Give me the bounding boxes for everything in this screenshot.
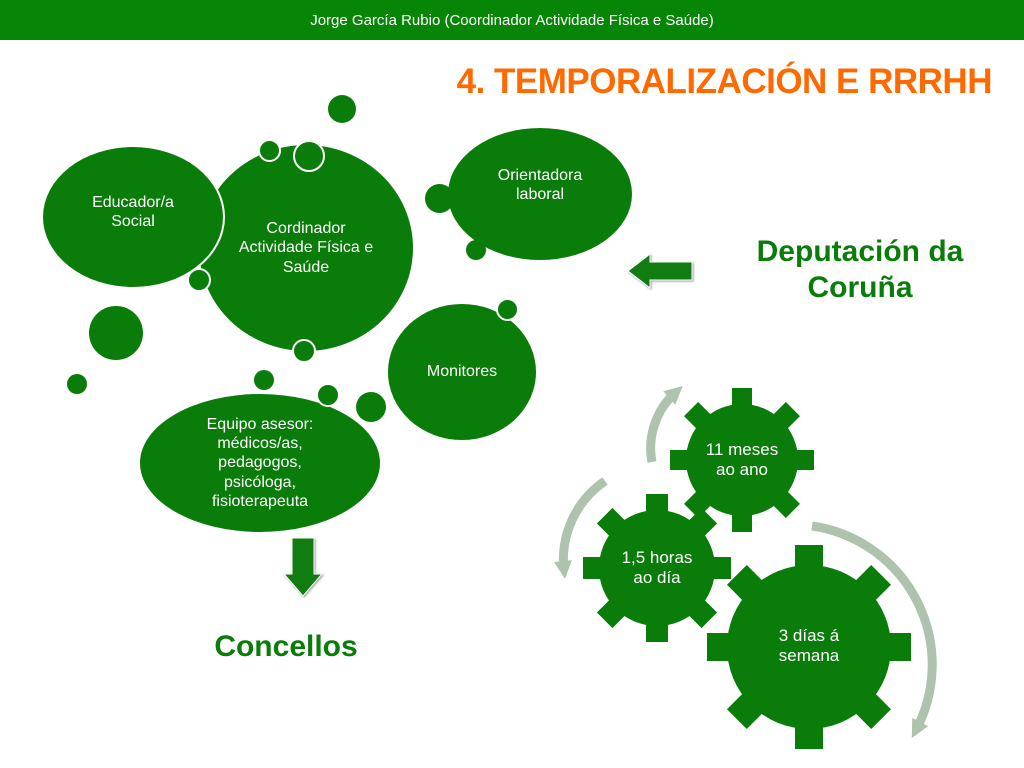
arrow-left-icon — [627, 252, 693, 290]
cycle-arrow-icon — [554, 477, 608, 579]
monitores-label: Monitores — [426, 363, 498, 381]
decor-dot — [89, 306, 143, 360]
gear-hours-label: 1,5 horas ao día — [621, 547, 693, 587]
cycle-arrow-icon — [646, 386, 683, 463]
monitores-bubble: Monitores — [386, 302, 538, 442]
equipo-label: Equipo asesor: médicos/as, pedagogos, ps… — [206, 416, 314, 510]
arrow-down-icon — [282, 537, 324, 597]
decor-dot-ring — [292, 339, 316, 363]
decor-dot — [67, 374, 87, 394]
header-bar: Jorge García Rubio (Coordinador Activida… — [0, 0, 1024, 40]
decor-dot-ring — [293, 140, 325, 172]
decor-dot-ring — [187, 268, 211, 292]
equipo-bubble: Equipo asesor: médicos/as, pedagogos, ps… — [138, 392, 382, 534]
orientadora-label: Orientadora laboral — [497, 166, 583, 203]
cycle-arrow-icon — [811, 521, 937, 738]
coordinador-label: Cordinador Actividade Física e Saúde — [238, 220, 374, 276]
gear-months-icon — [670, 388, 814, 532]
decor-dot-ring — [258, 139, 281, 162]
deputacion-label: Deputación da Coruña — [756, 235, 964, 304]
gear-hours-icon — [583, 494, 731, 642]
concellos-label: Concellos — [214, 630, 358, 663]
decor-dot — [356, 392, 386, 422]
decor-dot-ring — [316, 383, 340, 407]
gear-days-label: 3 días á semana — [778, 625, 840, 665]
decor-dot — [254, 370, 274, 390]
decor-dot-ring — [496, 298, 519, 321]
decor-dot — [328, 95, 356, 123]
educador-label: Educador/a Social — [92, 193, 174, 230]
educador-bubble: Educador/a Social — [41, 145, 225, 289]
presenter-name: Jorge García Rubio (Coordinador Activida… — [310, 11, 714, 29]
decor-dot — [425, 184, 454, 213]
gear-days-icon — [707, 545, 911, 749]
gear-months-label: 11 meses ao ano — [705, 439, 779, 479]
orientadora-bubble: Orientadora laboral — [448, 128, 632, 260]
slide-title: 4. TEMPORALIZACIÓN E RRRHH — [456, 62, 993, 101]
